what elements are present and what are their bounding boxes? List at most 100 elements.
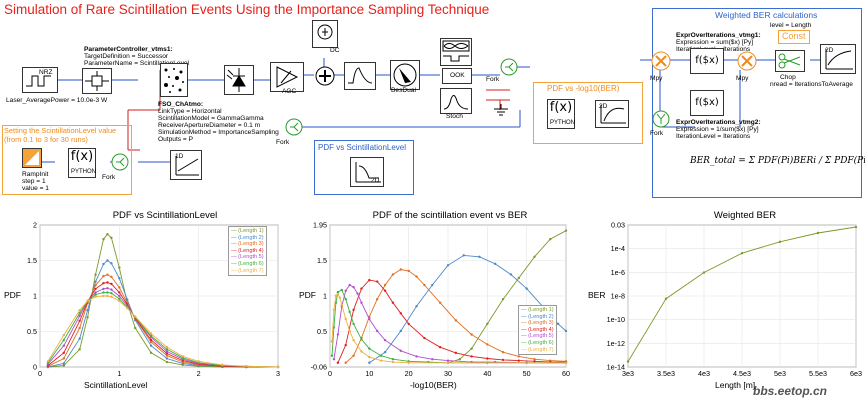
- chart1-data-point: [165, 345, 169, 349]
- twod-label: 2D: [825, 47, 834, 54]
- chart3-ytick-label: 1e-4: [611, 244, 625, 253]
- python-fx-block-2[interactable]: f(x) PYTHON: [547, 99, 575, 129]
- chart2-data-point: [501, 358, 505, 362]
- expr-block-2[interactable]: f($x): [690, 90, 724, 116]
- chart1-data-point: [78, 314, 81, 318]
- chart1-data-point: [86, 299, 89, 303]
- chart2-data-point: [379, 354, 383, 357]
- stochastic-block[interactable]: [440, 88, 472, 114]
- legend-entry: — (Length 4): [521, 326, 554, 333]
- ramp-block[interactable]: [22, 148, 42, 168]
- bessel-label: BesDual: [391, 87, 416, 94]
- chart1-data-point: [110, 262, 113, 265]
- chart1-data-point: [62, 362, 65, 365]
- eye-diagram-block[interactable]: [440, 38, 472, 66]
- fork-icon[interactable]: [111, 153, 129, 171]
- chart1-data-point: [78, 309, 81, 312]
- ramp-1: step = 1: [22, 178, 46, 185]
- chart2-data-point: [407, 361, 410, 364]
- chart2-data-point: [344, 317, 347, 321]
- plot-2d-block-1[interactable]: 2D: [595, 100, 629, 128]
- chart3-data-point: [702, 271, 706, 274]
- legend-entry: — (Length 1): [231, 228, 264, 234]
- chart2-data-point: [407, 269, 410, 273]
- chart2-data-point: [525, 287, 528, 290]
- fso-4: SimulationMethod = ImportanceSampling: [158, 129, 279, 136]
- chart2-data-point: [486, 343, 489, 346]
- chart2-data-point: [399, 268, 402, 271]
- const-block[interactable]: Const: [778, 30, 810, 44]
- chart2-data-point: [564, 329, 568, 333]
- chart1-data-point: [149, 334, 153, 337]
- chart3-xlabel: Length [m]: [715, 380, 756, 390]
- photodiode-block[interactable]: [224, 65, 254, 95]
- chart1-data-point: [62, 344, 65, 347]
- chart1-data-point: [78, 326, 81, 330]
- parameter-controller-block[interactable]: [82, 68, 112, 94]
- expr-block-1[interactable]: f($x): [690, 48, 724, 74]
- plot-2d-block-3[interactable]: 2D: [820, 44, 856, 74]
- chop-block[interactable]: [775, 50, 805, 72]
- scint-setting-title-2: (from 0.1 to 3 for 30 runs): [4, 135, 88, 144]
- chart3-xtick-label: 3.5e3: [657, 369, 675, 378]
- legend-entry: — (Length 1): [521, 307, 554, 313]
- chart1-data-point: [106, 286, 109, 290]
- python-fx-block-1[interactable]: f(x) PYTHON: [68, 148, 96, 178]
- chart2-data-point: [344, 289, 347, 292]
- adder-icon[interactable]: [314, 65, 336, 87]
- fx-label: f(x): [70, 149, 94, 164]
- chart1-data-point: [86, 316, 89, 319]
- chart1-xtick-label: 1: [117, 369, 121, 378]
- chart2-data-point: [446, 264, 450, 267]
- plot-2d-block-2[interactable]: 2D: [350, 157, 384, 187]
- chart1-series-line: [47, 295, 279, 368]
- chart1-data-point: [102, 282, 105, 285]
- chart3-data-point: [740, 252, 744, 255]
- chart3-xtick-label: 5.5e3: [809, 369, 827, 378]
- ramp-2: value = 1: [22, 185, 49, 192]
- chart1-data-point: [94, 280, 97, 283]
- chart2-xtick-label: 50: [523, 369, 531, 378]
- chart2-data-point: [383, 289, 387, 292]
- ground-icon: [494, 104, 508, 116]
- ook-detector-block[interactable]: OOK: [442, 68, 472, 84]
- chart1-data-point: [118, 299, 121, 303]
- chart1-data-point: [62, 364, 65, 367]
- chart2-data-point: [376, 280, 379, 283]
- chart1-data-point: [78, 337, 81, 340]
- plot-1d-block[interactable]: 1D: [170, 150, 202, 180]
- bessel-filter-block[interactable]: [390, 60, 420, 90]
- chart2-data-point: [348, 310, 351, 314]
- multiply-icon[interactable]: [736, 50, 758, 72]
- ber-total-formula: BER_total = Σ PDF(Pi)BERi / Σ PDF(Pi): [690, 156, 865, 166]
- watermark: bbs.eetop.cn: [753, 384, 828, 398]
- bessel-icon: [393, 63, 417, 87]
- scint-setting-group: [2, 125, 132, 195]
- plot-icon: [600, 105, 626, 124]
- chart2-ytick-label: 1: [323, 292, 327, 301]
- filter-block[interactable]: [344, 62, 376, 90]
- fork-icon[interactable]: [285, 118, 303, 136]
- chart2-data-point: [336, 293, 340, 296]
- nrz-source-block[interactable]: NRZ: [22, 67, 58, 93]
- chart2-data-point: [517, 355, 520, 358]
- dc-source-block[interactable]: [312, 20, 338, 48]
- chart2-title: PDF of the scintillation event vs BER: [372, 210, 528, 221]
- chart1-ytick-label: 1: [33, 292, 37, 301]
- chart3-data-point: [664, 297, 668, 300]
- multiply-icon[interactable]: [650, 50, 672, 72]
- chart2-data-point: [438, 346, 442, 349]
- fso-channel-block[interactable]: [160, 63, 188, 97]
- y-junction-icon[interactable]: [652, 110, 670, 128]
- fork-icon[interactable]: [500, 58, 518, 76]
- chart2-data-point: [501, 297, 505, 301]
- expr2-1: Expression = 1/sum($x) [Py]: [676, 126, 759, 133]
- agc-block[interactable]: [270, 62, 304, 92]
- chart2-data-point: [360, 338, 363, 341]
- chart3-data-point: [778, 240, 782, 244]
- chart2-data-point: [470, 347, 473, 350]
- chart2-data-point: [438, 301, 442, 304]
- chop-label: Chop: [780, 74, 796, 81]
- chart2-data-point: [383, 283, 387, 287]
- weighted-ber-group: [652, 8, 862, 198]
